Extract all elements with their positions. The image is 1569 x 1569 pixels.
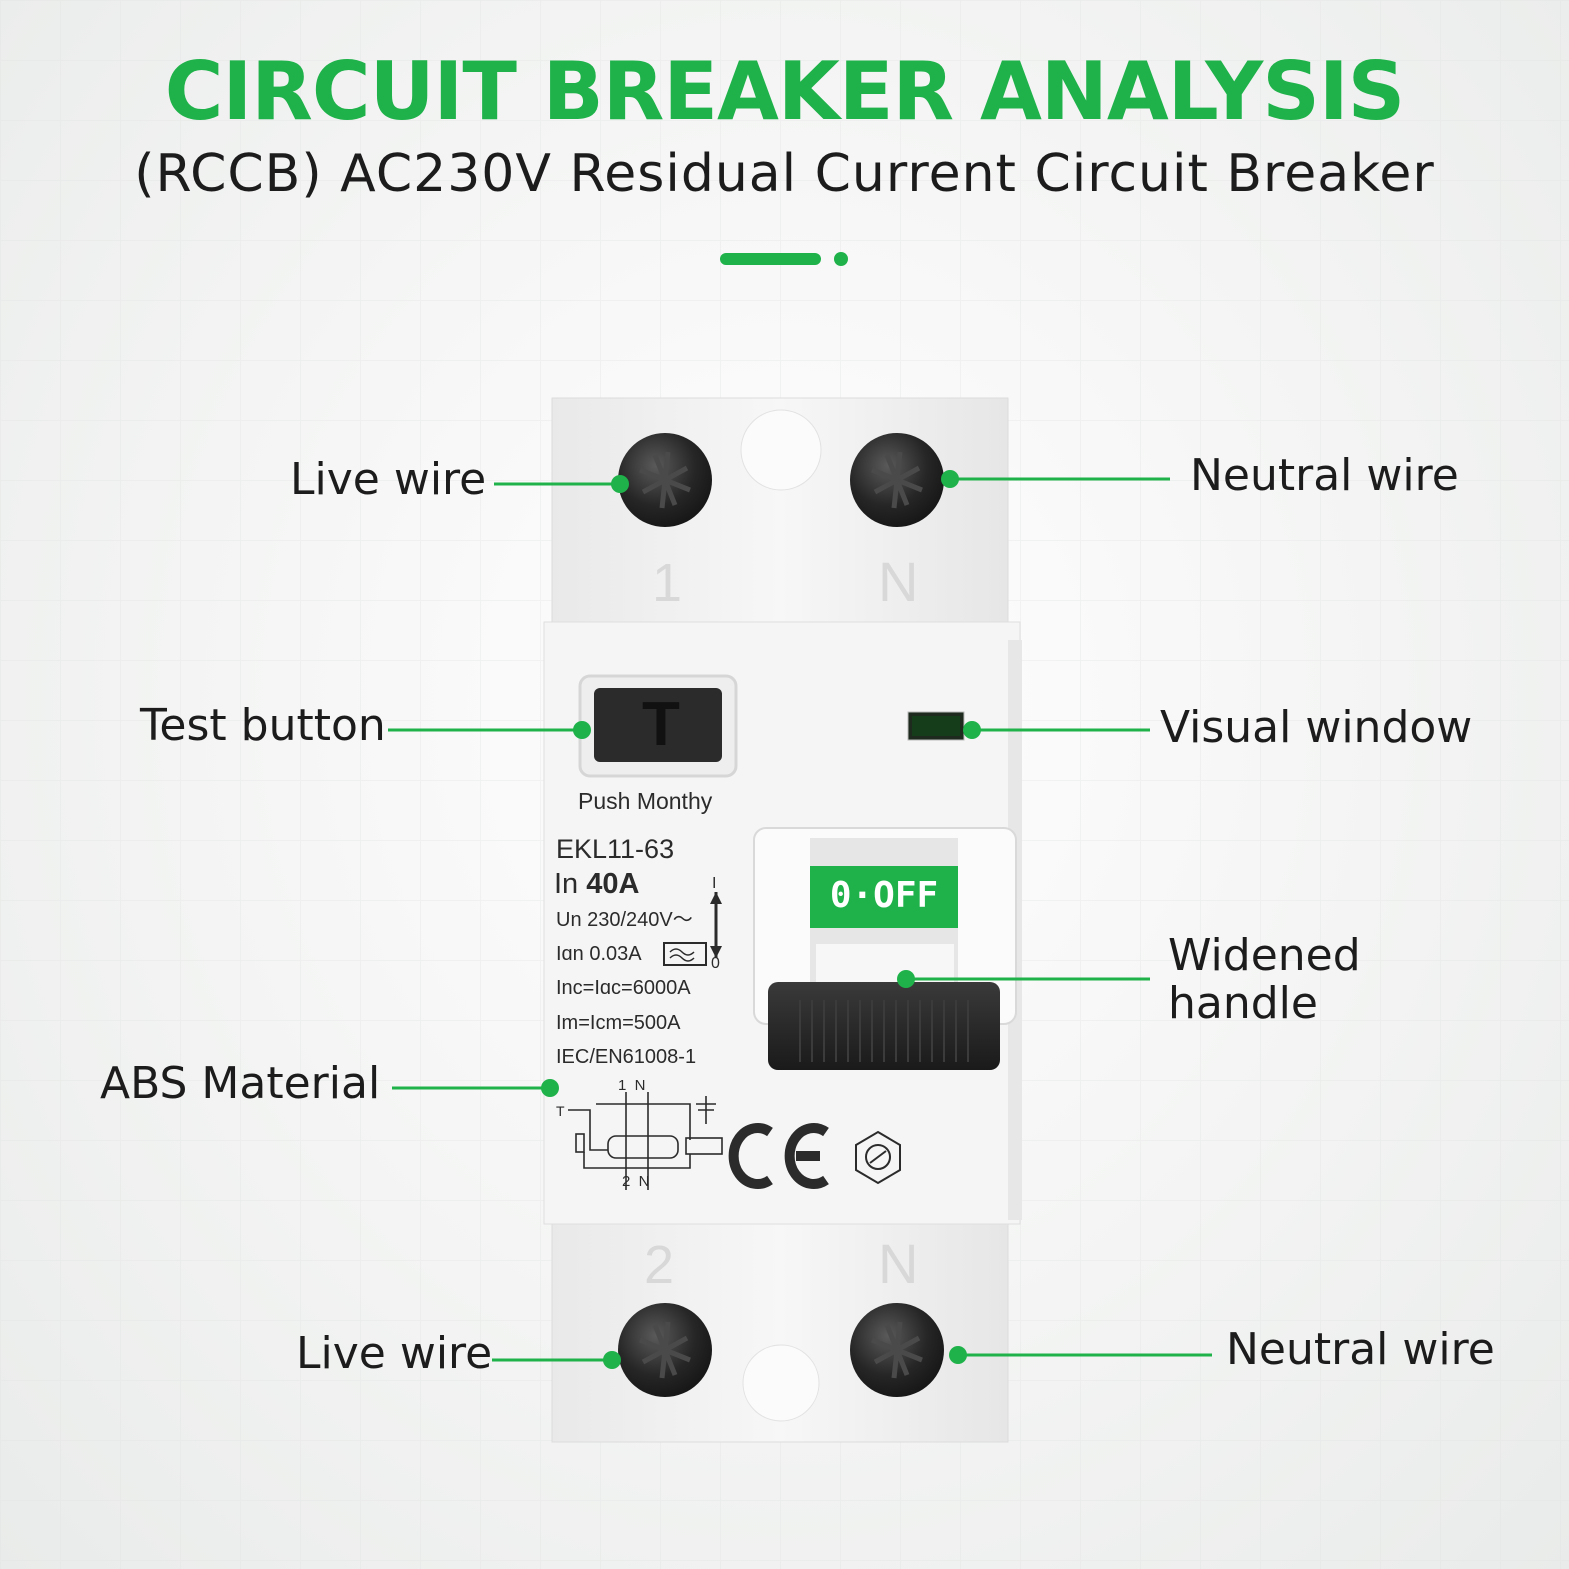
title-divider-dot xyxy=(834,252,848,266)
push-monthly-text: Push Monthy xyxy=(578,788,713,814)
terminal-label-2: 2 xyxy=(644,1235,675,1295)
callout-dot-neutral-bottom xyxy=(949,1346,967,1364)
callout-dot-live-top xyxy=(611,475,629,493)
label-widened-handle-line1: Widened xyxy=(1168,930,1361,981)
test-button xyxy=(594,688,722,762)
page-title: CIRCUIT BREAKER ANALYSIS xyxy=(164,45,1405,138)
callout-dot-test-button xyxy=(573,721,591,739)
callout-dot-live-bottom xyxy=(603,1351,621,1369)
rated-current: In 40A xyxy=(554,870,639,899)
label-abs-material: ABS Material xyxy=(100,1058,381,1109)
callout-dots xyxy=(541,470,981,1369)
rated-current-value: 40A xyxy=(586,868,640,900)
test-button-letter: T xyxy=(642,690,680,759)
switch-state-text: 0·OFF xyxy=(829,875,939,916)
label-widened-handle: Widened handle xyxy=(1168,932,1361,1027)
label-widened-handle-line2: handle xyxy=(1168,977,1318,1029)
conditional-current: Inc=Iɑc=6000A xyxy=(556,977,691,999)
wiring-schematic xyxy=(568,1092,723,1190)
model-number: EKL11-63 xyxy=(556,834,675,864)
switch-on-mark: I xyxy=(712,875,717,892)
screw-bottom-left xyxy=(618,1303,712,1397)
residual-current: Iɑn 0.03A xyxy=(556,943,642,965)
screw-bottom-right xyxy=(850,1303,944,1397)
screw-top-right xyxy=(850,433,944,527)
terminal-label-1: 1 xyxy=(652,553,683,613)
schematic-bottom-label: 2 N xyxy=(622,1173,650,1190)
ce-mark xyxy=(728,1123,829,1189)
callout-dot-neutral-top xyxy=(941,470,959,488)
screw-top-left xyxy=(618,433,712,527)
certification-icon xyxy=(855,1130,901,1185)
switch-off-mark: 0 xyxy=(711,955,720,972)
terminal-label-n-bottom: N xyxy=(878,1232,919,1295)
standard-code: IEC/EN61008-1 xyxy=(556,1046,697,1068)
rated-current-prefix: In xyxy=(554,868,587,900)
terminal-label-n-top: N xyxy=(878,550,919,613)
label-visual-window: Visual window xyxy=(1160,702,1473,753)
label-live-wire-bottom: Live wire xyxy=(296,1328,493,1379)
top-mounting-hole xyxy=(740,409,822,491)
title-divider-bar xyxy=(720,253,821,265)
switch-state-label xyxy=(810,866,958,928)
schematic-test-label: T xyxy=(556,1103,565,1119)
rated-voltage: Un 230/240V～ xyxy=(556,909,693,931)
callout-dot-visual-window xyxy=(963,721,981,739)
page-subtitle: (RCCB) AC230V Residual Current Circuit B… xyxy=(134,144,1435,204)
making-capacity: Im=Icm=500A xyxy=(556,1012,681,1034)
callout-dot-handle xyxy=(897,970,915,988)
label-live-wire-top: Live wire xyxy=(290,454,487,505)
bottom-mounting-hole xyxy=(742,1344,820,1422)
label-neutral-wire-top: Neutral wire xyxy=(1190,450,1459,501)
callout-lines xyxy=(388,477,1212,1362)
callout-dot-abs xyxy=(541,1079,559,1097)
label-neutral-wire-bottom: Neutral wire xyxy=(1226,1324,1495,1375)
schematic-top-label: 1 N xyxy=(618,1077,646,1094)
label-test-button: Test button xyxy=(140,700,386,751)
